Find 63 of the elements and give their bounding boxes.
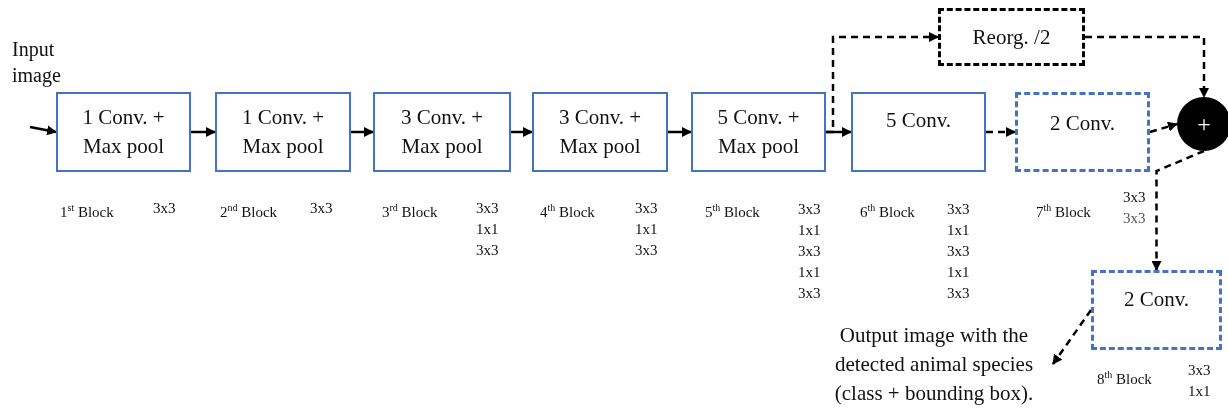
kernel-size: 1x1: [947, 221, 970, 239]
block-label: 3$^{rd}$ Block: [382, 201, 438, 221]
kernel-size: 3x3: [310, 199, 333, 217]
kernel-size: 3x3: [947, 200, 970, 218]
kernel-size: 1x1: [1188, 382, 1211, 400]
block-label: 6$^{th}$ Block: [860, 201, 915, 221]
input-label: Input image: [12, 37, 62, 88]
kernel-size: 1x1: [798, 221, 821, 239]
process-box: [532, 92, 668, 172]
arrow: [351, 127, 374, 137]
box-label: 5 Conv. + Max pool: [716, 104, 801, 160]
block-label: 4$^{th}$ Block: [540, 201, 595, 221]
kernel-size: 3x3: [476, 241, 499, 259]
process-box: [851, 92, 986, 172]
process-box: [56, 92, 191, 172]
block-label: 2$^{nd}$ Block: [220, 201, 278, 221]
box-label: 3 Conv. + Max pool: [399, 104, 485, 160]
arrow: [1151, 149, 1205, 271]
arrow: [1051, 309, 1093, 365]
kernel-size: 1x1: [798, 263, 821, 281]
kernel-size: 3x3: [947, 284, 970, 302]
arrow: [986, 127, 1016, 137]
block-label: 5$^{th}$ Block: [705, 201, 760, 221]
process-box: [215, 92, 351, 172]
arrow: [1149, 121, 1178, 134]
block-label: 7$^{th}$ Block: [1036, 201, 1091, 221]
arrow: [826, 32, 939, 134]
kernel-size: 3x3: [1188, 361, 1211, 379]
dashed-process-box: [1091, 270, 1222, 350]
dashed-process-box: [938, 8, 1085, 66]
sum-circle: [1177, 97, 1228, 151]
kernel-size: 3x3: [1123, 209, 1146, 227]
box-label: 3 Conv. + Max pool: [557, 104, 643, 160]
kernel-size: 3x3: [798, 200, 821, 218]
box-label: 1 Conv. + Max pool: [81, 104, 166, 160]
kernel-size: 3x3: [476, 199, 499, 217]
box-label: 2 Conv.: [1049, 110, 1116, 137]
kernel-size: 1x1: [947, 263, 970, 281]
plus-sign: +: [1197, 109, 1211, 139]
output-text: Output image with the detected animal species (class + bounding box).: [833, 321, 1035, 407]
kernel-size: 3x3: [153, 199, 176, 217]
block-label: 8$^{th}$ Block: [1097, 368, 1152, 388]
box-label: 5 Conv.: [885, 107, 952, 134]
arrow: [1085, 35, 1209, 98]
kernel-size: 3x3: [1123, 188, 1146, 206]
arrow: [668, 127, 692, 137]
kernel-size: 3x3: [635, 199, 658, 217]
process-box: [373, 92, 511, 172]
kernel-size: 3x3: [635, 241, 658, 259]
kernel-size: 1x1: [476, 220, 499, 238]
arrow: [191, 127, 216, 137]
box-label: 1 Conv. + Max pool: [240, 104, 326, 160]
arrow: [511, 127, 533, 137]
block-label: 1$^{st}$ Block: [60, 201, 114, 221]
kernel-size: 1x1: [635, 220, 658, 238]
kernel-size: 3x3: [798, 284, 821, 302]
box-label: 2 Conv.: [1123, 286, 1190, 313]
kernel-size: 3x3: [798, 242, 821, 260]
arrow: [29, 125, 57, 136]
box-label: Reorg. /2: [972, 23, 1051, 51]
dashed-process-box: [1015, 92, 1150, 172]
kernel-size: 3x3: [947, 242, 970, 260]
process-box: [691, 92, 826, 172]
